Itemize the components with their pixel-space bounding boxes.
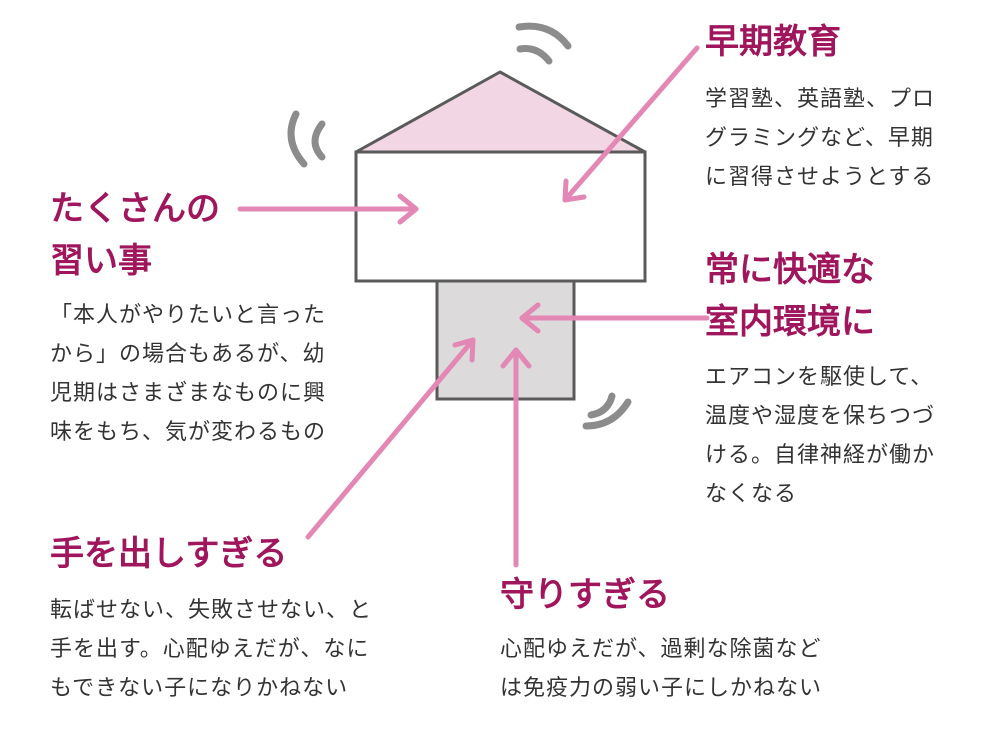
body-over-helping: 転ばせない、失敗させない、と 手を出す。心配ゆえだが、なに もできない子になりか…: [50, 591, 372, 708]
heading-comfortable-environment: 常に快適な 室内環境に: [705, 244, 875, 348]
house-stem: [437, 281, 574, 399]
heading-early-education: 早期教育: [705, 16, 841, 68]
heading-over-protecting: 守りすぎる: [500, 569, 670, 621]
heading-many-lessons: たくさんの 習い事: [50, 183, 220, 287]
body-over-protecting: 心配ゆえだが、過剰な除菌など は免疫力の弱い子にしかねない: [500, 630, 822, 708]
house-roof: [356, 72, 645, 152]
house-body: [356, 152, 645, 281]
body-early-education: 学習塾、英語塾、プロ グラミングなど、早期 に習得させようとする: [705, 80, 935, 197]
arrow-over-helping: [308, 340, 473, 537]
body-many-lessons: 「本人がやりたいと言った から」の場合もあるが、幼 児期はさまざまなものに興 味…: [50, 296, 326, 452]
body-comfortable-environment: エアコンを駆使して、 温度や湿度を保ちつづ ける。自律神経が働か なくなる: [705, 358, 935, 514]
heading-over-helping: 手を出しすぎる: [50, 528, 287, 580]
